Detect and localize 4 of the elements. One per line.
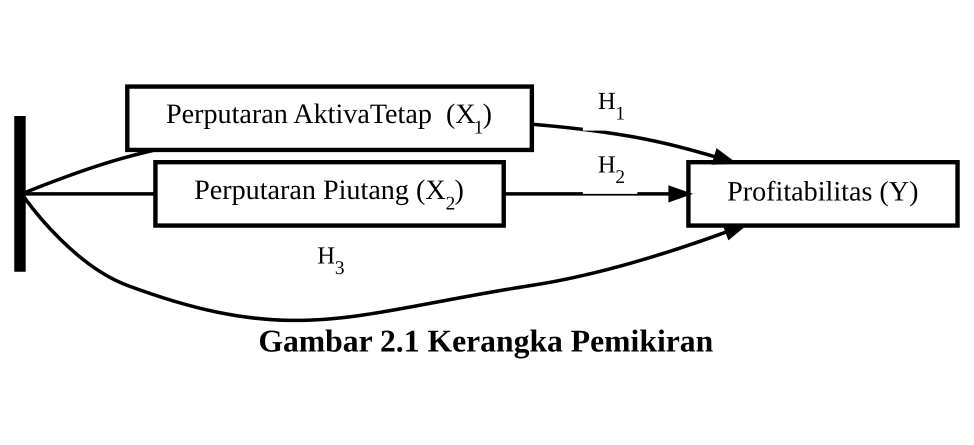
- edge-label: H$_{1}$: [598, 87, 626, 124]
- edge-label: H$_{2}$: [598, 150, 626, 188]
- caption: Gambar 2.1 Kerangka Pemikiran: [258, 322, 714, 358]
- edge-label: H$_{3}$: [317, 242, 345, 279]
